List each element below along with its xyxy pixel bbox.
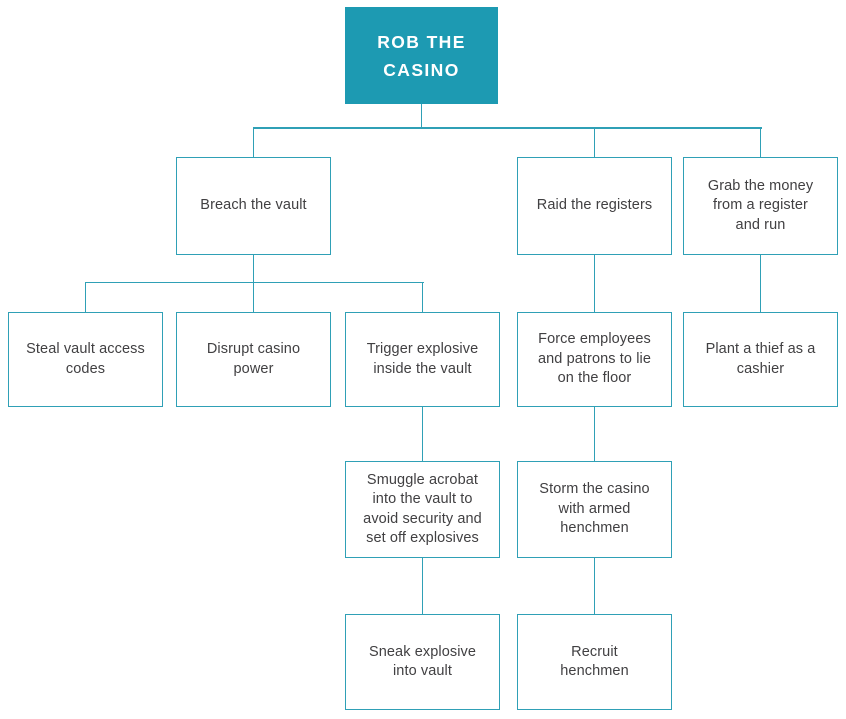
node-disrupt-casino-power: Disrupt casino power xyxy=(176,312,331,407)
node-sneak-explosive: Sneak explosive into vault xyxy=(345,614,500,710)
connector-smuggle-to-sneak xyxy=(421,558,424,614)
node-plant-thief-cashier: Plant a thief as a cashier xyxy=(683,312,838,407)
node-smuggle-acrobat: Smuggle acrobat into the vault to avoid … xyxy=(345,461,500,558)
connector-bus1-to-raid xyxy=(593,127,596,157)
connector-level2-bus xyxy=(84,281,424,283)
node-force-employees-floor: Force employees and patrons to lie on th… xyxy=(517,312,672,407)
connector-raid-to-force xyxy=(593,255,596,312)
node-raid-the-registers: Raid the registers xyxy=(517,157,672,255)
connector-storm-to-recruit xyxy=(593,558,596,614)
connector-trigger-to-smuggle xyxy=(421,407,424,461)
node-recruit-henchmen: Recruit henchmen xyxy=(517,614,672,710)
connector-level1-bus xyxy=(252,127,762,129)
connector-grab-to-plant xyxy=(759,255,762,312)
node-storm-casino-henchmen: Storm the casino with armed henchmen xyxy=(517,461,672,558)
connector-bus2-to-steal xyxy=(84,281,87,313)
connector-bus2-to-disrupt xyxy=(252,281,255,313)
connector-bus2-to-trigger xyxy=(421,281,424,313)
connector-force-to-storm xyxy=(593,407,596,461)
node-rob-the-casino: ROB THE CASINO xyxy=(345,7,498,104)
node-steal-vault-access-codes: Steal vault access codes xyxy=(8,312,163,407)
node-breach-the-vault: Breach the vault xyxy=(176,157,331,255)
node-grab-money-and-run: Grab the money from a register and run xyxy=(683,157,838,255)
connector-breach-drop xyxy=(252,255,255,283)
connector-bus1-to-grab xyxy=(759,127,762,157)
node-trigger-explosive: Trigger explosive inside the vault xyxy=(345,312,500,407)
connector-root-drop xyxy=(420,104,423,128)
connector-bus1-to-breach xyxy=(252,127,255,157)
